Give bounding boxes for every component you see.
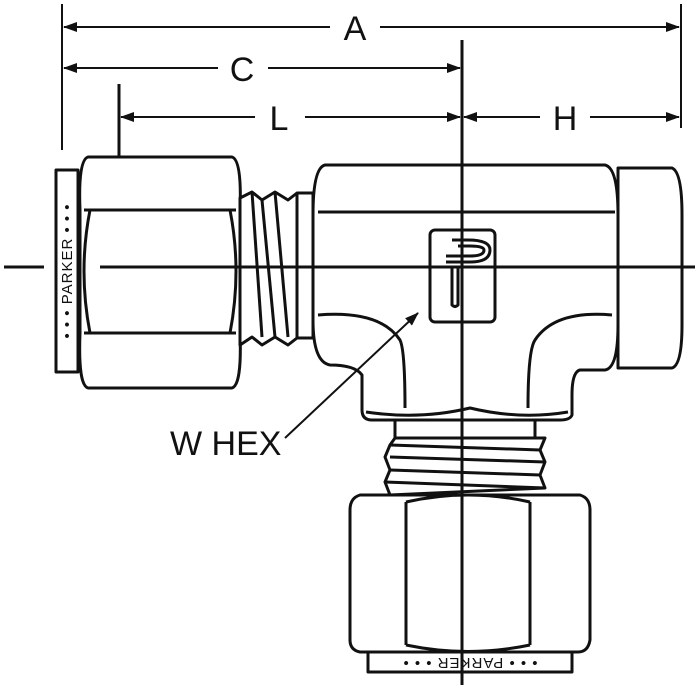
w-hex-label: W HEX bbox=[170, 425, 281, 463]
bottom-parker-band: • • • PARKER • • • bbox=[366, 650, 574, 674]
centerlines bbox=[4, 40, 695, 685]
dimension-c-label: C bbox=[230, 51, 255, 89]
dimension-a-label: A bbox=[344, 10, 367, 48]
bottom-thread bbox=[383, 418, 547, 497]
left-nut bbox=[78, 155, 242, 390]
dimension-l-label: L bbox=[270, 100, 289, 138]
parker-p-logo-icon bbox=[446, 238, 492, 264]
dimension-h-label: H bbox=[553, 100, 578, 138]
left-parker-band: • • • PARKER • • • bbox=[54, 168, 80, 374]
dimension-a: A bbox=[63, 10, 680, 48]
w-hex-callout: W HEX bbox=[170, 312, 419, 463]
dimension-l: L bbox=[120, 100, 461, 138]
bottom-nut bbox=[348, 493, 592, 654]
dimension-h: H bbox=[463, 100, 680, 138]
dimension-c: C bbox=[63, 51, 461, 89]
left-brand-mark: • • • PARKER • • • bbox=[59, 203, 76, 338]
bottom-brand-mark: • • • PARKER • • • bbox=[402, 654, 537, 671]
